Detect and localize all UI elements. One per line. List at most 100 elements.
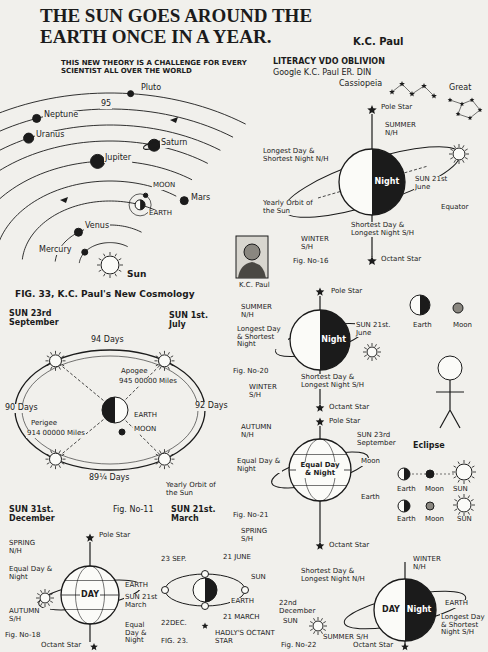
label: EARTH (133, 412, 158, 420)
sun-ray (454, 466, 457, 468)
label: 92 Days (194, 402, 229, 411)
sun-ray (99, 259, 102, 261)
node-text: Night (374, 178, 401, 187)
sun-ray (454, 477, 457, 479)
label: Yearly Orbit of the Sun (165, 482, 227, 497)
sun-disc (50, 355, 62, 367)
sun-ray (119, 270, 122, 272)
sun-symbol (97, 252, 123, 278)
sun-ray (454, 145, 456, 148)
sun-ray (55, 466, 56, 469)
star-symbol (468, 116, 473, 121)
label: SUN (456, 516, 473, 524)
label: Octant Star (352, 642, 394, 650)
label: Equal Day & Night (236, 458, 282, 473)
sun-symbol (449, 144, 469, 164)
label: Fig. No-16 (292, 258, 329, 266)
sun-ray (104, 254, 106, 257)
orbit-line (0, 181, 176, 258)
sun-ray (310, 629, 313, 631)
label: SUN (282, 618, 299, 626)
star-symbol (389, 89, 395, 94)
label: SUN 31st. December (8, 506, 80, 524)
sun-ray (450, 158, 453, 160)
title: THE SUN GOES AROUND THE EARTH ONCE IN A … (40, 6, 340, 48)
label: SUN 21st June (414, 176, 460, 191)
sun-ray (468, 495, 470, 498)
direction-arrow (60, 197, 68, 203)
sun-disc (158, 453, 170, 465)
node-text: Night (320, 336, 347, 345)
star-symbol (478, 108, 483, 113)
sun-disc (457, 498, 471, 512)
sun-ray (45, 604, 46, 607)
label: SUN 21st March (124, 594, 162, 609)
sun-ray (62, 454, 65, 456)
label: SUN (452, 486, 469, 494)
sun-disc (158, 355, 170, 367)
label: Earth (360, 494, 381, 502)
direction-arrow (170, 117, 178, 123)
figure-head (438, 356, 462, 380)
label: SPRING S/H (240, 528, 282, 543)
sun-ray (156, 364, 159, 366)
sun-ray (110, 275, 111, 278)
sun-ray (364, 355, 367, 357)
star-symbol (90, 643, 98, 650)
night-half (404, 468, 410, 480)
sun-symbol (46, 449, 66, 469)
label: EARTH (230, 598, 255, 606)
sun-ray (164, 368, 165, 371)
label: MOON (152, 182, 176, 190)
moon-dot (426, 502, 434, 510)
label: Earth (396, 486, 417, 494)
label: LITERACY VDO OBLIVION (272, 58, 386, 67)
star-symbol (409, 91, 415, 96)
label: Longest Day & Shortest Night S/H (440, 614, 486, 637)
label: 21 JUNE (222, 554, 252, 562)
label: SUN 21st. March (170, 506, 228, 524)
earth-disc (410, 295, 430, 315)
label: Great (448, 84, 472, 93)
sun-ray (321, 618, 323, 621)
earth-disc (398, 468, 410, 480)
sun-ray (171, 356, 174, 358)
sun-ray (156, 454, 159, 456)
sun-ray (156, 463, 159, 465)
label: 23 SEP. (160, 556, 187, 564)
sun-ray (375, 357, 377, 360)
sun-ray (454, 509, 457, 511)
earth-disc (193, 578, 217, 602)
label: Earth (396, 516, 417, 524)
label: Google K.C. Paul ER. DIN (272, 69, 372, 78)
portrait-head (244, 244, 260, 260)
label: EARTH (124, 582, 149, 590)
sun-ray (463, 160, 465, 163)
sun-ray (168, 465, 170, 468)
night-half (404, 500, 410, 512)
node-text: DAY (381, 606, 401, 615)
sun-ray (37, 594, 40, 596)
label: Pole Star (380, 104, 413, 112)
night-half (420, 295, 430, 315)
star-symbol (316, 418, 325, 426)
sun-ray (36, 598, 39, 599)
label: Neptune (43, 111, 79, 120)
label: HADLY'S OCTANT STAR (214, 630, 276, 645)
label: Pole Star (98, 532, 131, 540)
label: WINTER N/H (412, 556, 454, 571)
sun-disc (453, 148, 465, 160)
label: Perigee (30, 420, 58, 428)
sun-ray (48, 603, 50, 606)
sun-ray (310, 622, 313, 624)
sun-ray (463, 145, 465, 148)
label: Eclipse (412, 442, 446, 451)
sun-ray (314, 618, 316, 621)
label: Moon (452, 322, 473, 330)
sun-orbit-inner (22, 356, 198, 464)
constellation-line (450, 100, 480, 118)
label: SUMMER S/H (322, 634, 374, 642)
label: 21 MARCH (222, 614, 261, 622)
sun-ray (62, 463, 65, 465)
label: Cassiopeia (338, 80, 383, 89)
